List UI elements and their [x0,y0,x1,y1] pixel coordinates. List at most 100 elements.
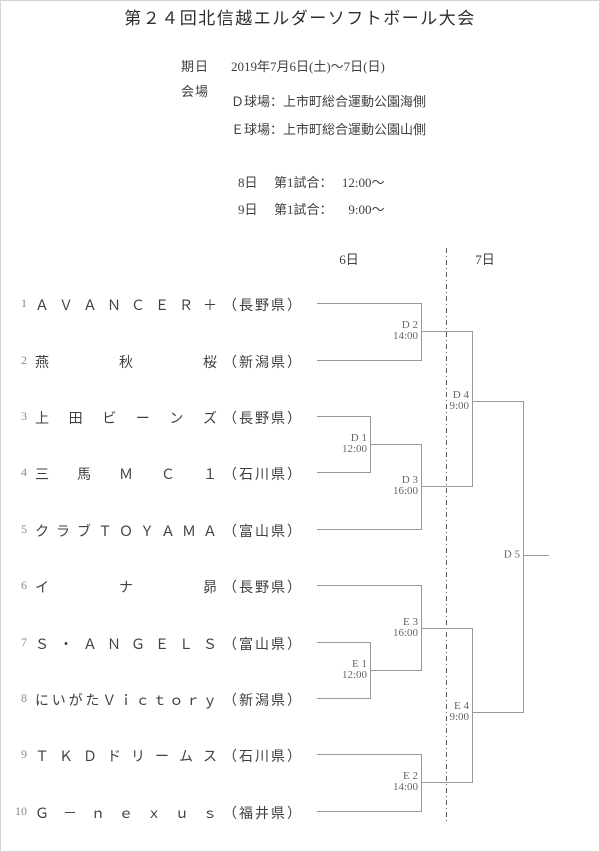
team-prefecture: （石川県） [223,750,303,765]
team-seed: 9 [21,747,27,761]
venue-e: Ｅ球場：上市町総合運動公園山側 [231,122,427,137]
venue-d: Ｄ球場：上市町総合運動公園海側 [231,94,427,109]
bracket-line [370,670,422,671]
bracket-line [421,486,473,487]
bracket-line [421,444,422,530]
team-seed: 2 [21,353,27,367]
team-seed: 7 [21,635,27,649]
bracket-line [317,360,421,361]
match-code: D 5 [503,548,520,561]
match-code: E 3 [403,616,418,628]
team-seed: 4 [21,465,27,479]
page-title: 第２４回北信越エルダーソフトボール大会 [124,9,476,28]
team-seed: 1 [21,296,27,310]
team-seed: 6 [21,578,27,592]
day-separator-line [446,248,447,824]
match-code: E 4 [454,700,469,712]
match-time: 9:00 [449,400,469,412]
bracket-line [317,303,421,304]
match-code: E 2 [403,770,418,782]
team-prefecture: （長野県） [223,581,303,596]
match-label-d2: D 2 14:00 [390,319,420,343]
bracket-line [317,585,421,586]
bracket-line [317,416,370,417]
team-prefecture: （新潟県） [223,694,303,709]
bracket-line [421,754,422,812]
bracket-line [317,642,370,643]
match-code: D 2 [401,319,418,331]
match-label-e2: E 2 14:00 [390,770,420,794]
bracket-line [317,754,421,755]
schedule-day: 8日 [238,175,258,190]
bracket-line [421,782,473,783]
day-header-7: 7日 [475,252,495,267]
team-prefecture: （福井県） [223,807,303,822]
match-code: D 3 [401,474,418,486]
match-code: D 1 [350,432,367,444]
schedule-row: 9日 第1試合： 9:00～ [238,199,385,218]
team-prefecture: （富山県） [223,638,303,653]
bracket-line [317,698,370,699]
team-row: 2 燕秋桜 （新潟県） [1,350,317,371]
team-prefecture: （富山県） [223,525,303,540]
team-seed: 3 [21,409,27,423]
bracket-line [421,628,473,629]
match-label-d1: D 1 12:00 [339,432,369,456]
team-seed: 10 [15,804,27,818]
match-time: 14:00 [392,330,418,342]
team-row: 6 イナ昴 （長野県） [1,575,317,596]
bracket-line [370,444,422,445]
match-time: 16:00 [392,627,418,639]
bracket-line [421,331,473,332]
team-prefecture: （長野県） [223,299,303,314]
match-label-e3: E 3 16:00 [390,616,420,640]
bracket-line [523,401,524,713]
bracket-line [317,811,421,812]
day-header-6: 6日 [339,252,359,267]
bracket-line [472,401,524,402]
team-name: 上田ビーンズ [35,412,217,427]
schedule-match-label: 第1試合： [274,202,333,217]
match-time: 16:00 [392,485,418,497]
team-seed: 5 [21,522,27,536]
bracket-line [472,712,524,713]
bracket-line [421,303,422,361]
match-time: 12:00 [341,669,367,681]
match-time: 9:00 [449,711,469,723]
match-code: D 4 [452,389,469,401]
team-prefecture: （長野県） [223,412,303,427]
bracket-line [317,472,370,473]
bracket-line [472,628,473,783]
schedule-time: 9:00～ [348,202,385,217]
schedule-day: 9日 [238,202,258,217]
team-seed: 8 [21,691,27,705]
schedule-row: 8日 第1試合： 12:00～ [238,172,385,191]
venue-label: 会場 [181,84,210,99]
match-time: 14:00 [392,781,418,793]
match-time: 12:00 [341,443,367,455]
bracket-line [472,331,473,487]
team-row: 3 上田ビーンズ （長野県） [1,406,317,427]
match-label-d5: D 5 [501,548,522,562]
match-label-e4: E 4 9:00 [447,700,471,724]
match-label-d4: D 4 9:00 [447,389,471,413]
schedule-match-label: 第1試合： [274,175,333,190]
date-label: 期日 [181,59,210,74]
match-label-e1: E 1 12:00 [339,658,369,682]
date-value: 2019年7月6日(土)～7日(日) [231,59,385,74]
bracket-line [523,555,549,556]
bracket-line [317,529,421,530]
